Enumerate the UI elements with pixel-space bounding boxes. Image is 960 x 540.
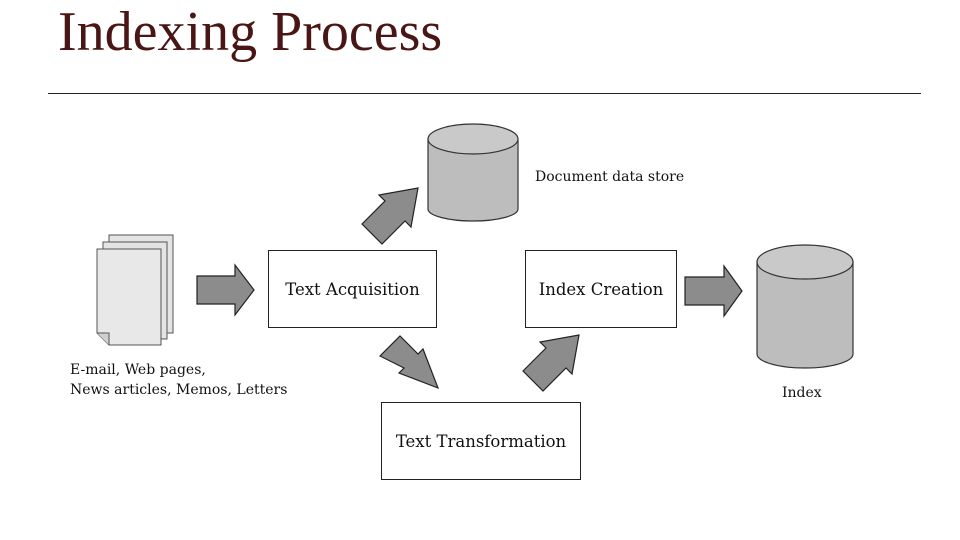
index-creation-label: Index Creation	[538, 279, 664, 299]
title-divider	[48, 93, 921, 94]
arrow-right-icon	[684, 264, 743, 318]
text-acquisition-label: Text Acquisition	[285, 279, 420, 299]
text-transformation-label: Text Transformation	[395, 431, 567, 451]
text-acquisition-box: Text Acquisition	[268, 250, 437, 328]
arrow-up-right-icon	[361, 187, 419, 245]
arrow-right-icon	[196, 263, 255, 317]
index-label: Index	[782, 385, 822, 401]
slide-title: Indexing Process	[58, 1, 443, 63]
index-cylinder-icon	[756, 244, 854, 369]
sources-label-line1: E-mail, Web pages,	[70, 362, 206, 378]
arrow-down-right-icon	[378, 335, 440, 390]
sources-label: E-mail, Web pages, News articles, Memos,…	[70, 360, 287, 400]
sources-label-line2: News articles, Memos, Letters	[70, 382, 288, 398]
index-creation-box: Index Creation	[525, 250, 677, 328]
text-transformation-box: Text Transformation	[381, 402, 581, 480]
arrow-up-right-icon	[522, 334, 580, 392]
documents-icon	[96, 234, 174, 346]
document-data-store-cylinder-icon	[427, 123, 519, 222]
document-data-store-label: Document data store	[535, 169, 685, 185]
